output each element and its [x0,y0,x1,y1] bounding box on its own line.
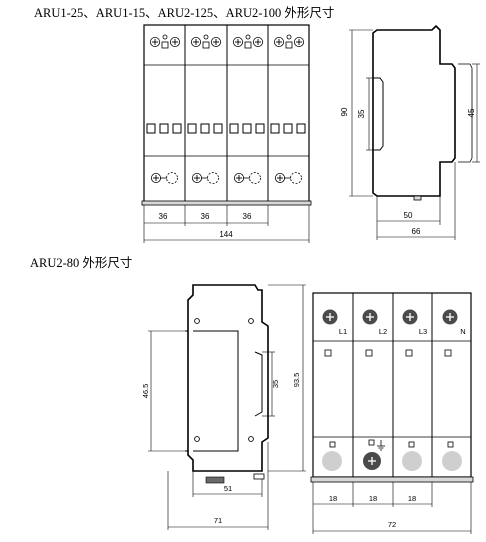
terminal-label-l2: L2 [379,327,387,336]
bottom-side-dimension-lines [148,284,306,530]
terminal-label-l1: L1 [339,327,347,336]
bottom-side-rail-span: 35 [271,380,280,388]
indicator-window-row [146,123,306,134]
front-dimension-lines [143,205,310,243]
bottom-front-total-width: 72 [388,520,396,529]
bottom-front-top-screws [322,309,458,325]
top-front-view [141,24,312,243]
ground-symbol-icon [377,440,385,451]
top-side-rail-span: 35 [357,109,366,118]
top-front-width-1: 36 [159,212,168,221]
bottom-side-height-total: 93.5 [292,373,301,388]
top-side-depth-inner: 50 [404,211,413,220]
top-terminal-row [149,34,305,49]
top-front-width-2: 36 [201,212,210,221]
bottom-front-width-2: 18 [369,494,377,503]
bottom-diagram-heading: ARU2-80 外形尺寸 [30,256,133,270]
bottom-side-depth-total: 71 [214,516,222,525]
bottom-front-view [310,292,474,534]
top-side-height: 90 [340,107,349,116]
top-diagram-heading: ARU1-25、ARU1-15、ARU2-125、ARU2-100 外形尺寸 [34,6,335,20]
top-side-view [349,24,480,240]
bottom-side-view [148,284,306,530]
bottom-front-width-3: 18 [408,494,416,503]
terminal-label-l3: L3 [419,327,427,336]
top-front-total-width: 144 [219,230,233,239]
top-side-depth-total: 66 [412,227,421,236]
bottom-front-knobs [322,451,462,471]
side-dimension-lines [349,29,480,240]
terminal-label-n: N [460,327,465,336]
top-front-width-3: 36 [243,212,252,221]
bottom-side-height-inner: 46.5 [141,384,150,399]
top-side-window-height: 45 [467,108,476,117]
bottom-front-dimension-lines [312,482,472,534]
bottom-terminal-row [150,172,302,184]
bottom-front-width-1: 18 [329,494,337,503]
bottom-side-depth-inner: 51 [224,484,232,493]
din-rail-strip [141,200,312,206]
bottom-front-small-windows [324,349,454,448]
